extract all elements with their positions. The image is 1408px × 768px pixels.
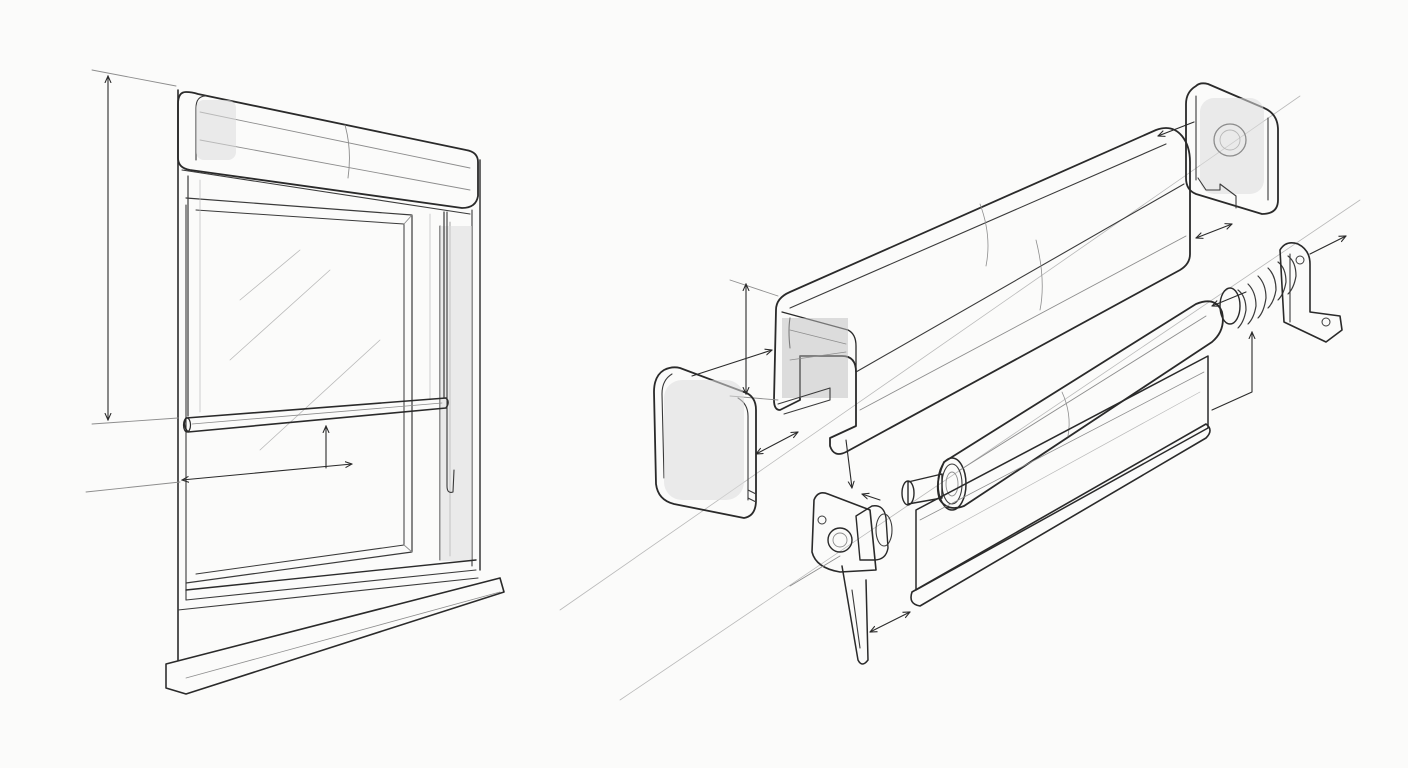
spring-assembly [1212, 255, 1297, 329]
blind-cassette [177, 91, 479, 215]
blind-fabric-panel [870, 332, 1252, 632]
window-frame [177, 89, 481, 661]
housing-profile [773, 127, 1191, 455]
installed-blind-view [85, 69, 505, 695]
right-end-cap [1158, 82, 1279, 238]
housing-height-dimension [729, 279, 779, 401]
bottom-bar [182, 397, 449, 433]
window-sill [165, 559, 505, 695]
pull-cord [446, 211, 455, 493]
height-dimension [91, 69, 179, 425]
blind-fabric [187, 175, 445, 417]
right-bracket [1279, 236, 1346, 343]
left-end-cap [653, 350, 798, 519]
width-dimension [85, 426, 352, 493]
exploded-assembly-view [559, 82, 1361, 701]
left-bracket [789, 439, 893, 665]
